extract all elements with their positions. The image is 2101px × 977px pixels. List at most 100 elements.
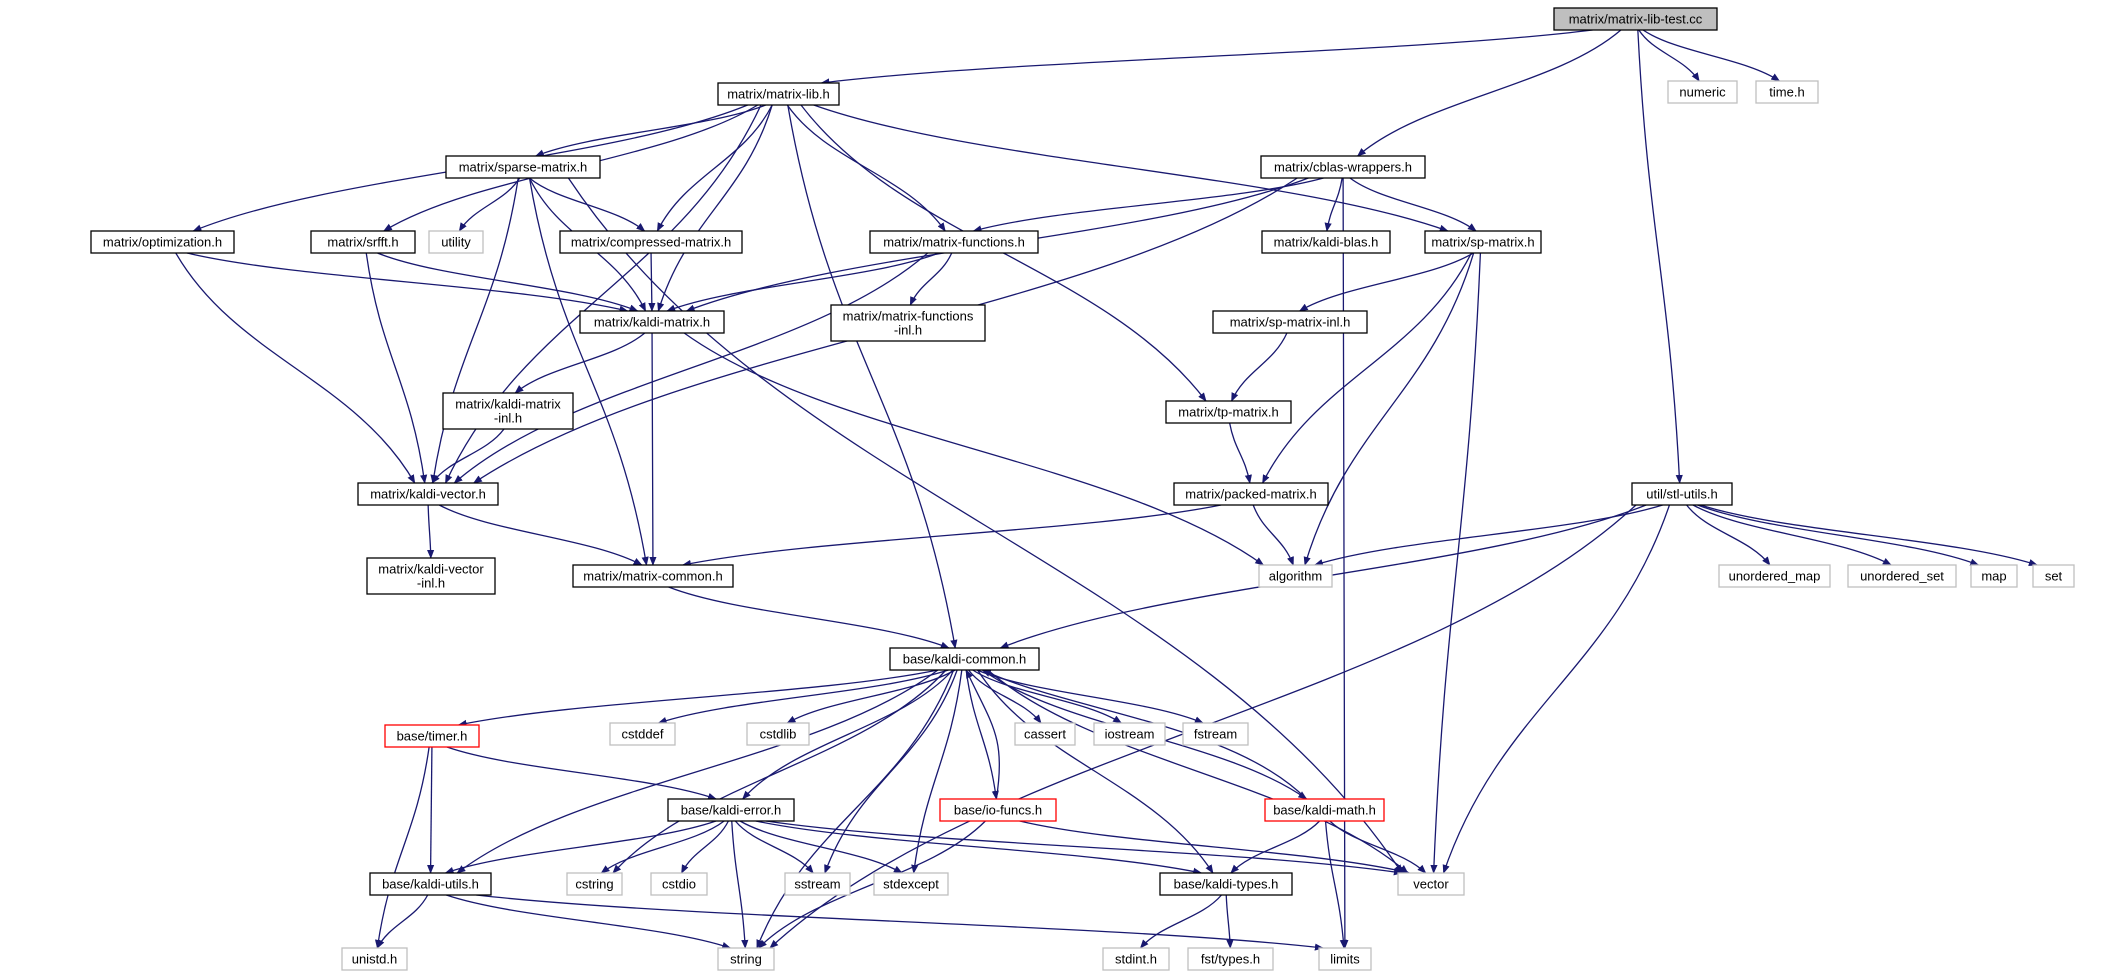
node-label: utility <box>441 235 471 250</box>
node-cblas[interactable]: matrix/cblas-wrappers.h <box>1260 155 1426 179</box>
edge-ktypes-to-stdint <box>1139 894 1222 949</box>
node-kutils[interactable]: base/kaldi-utils.h <box>369 872 492 896</box>
edge-kcommon-to-timer <box>457 669 939 727</box>
edge-kvector-to-mcommon <box>438 504 643 566</box>
node-box <box>357 482 499 506</box>
node-box <box>2032 564 2075 588</box>
node-box <box>1182 722 1249 746</box>
node-mcommon[interactable]: matrix/matrix-common.h <box>572 564 734 588</box>
node-srfft[interactable]: matrix/srfft.h <box>310 230 416 254</box>
node-label: vector <box>1413 877 1449 892</box>
node-iofuncs[interactable]: base/io-funcs.h <box>939 798 1057 822</box>
node-label: matrix/kaldi-matrix.h <box>594 315 710 330</box>
node-box <box>566 872 623 896</box>
node-label: iostream <box>1105 727 1155 742</box>
node-label: base/kaldi-utils.h <box>382 877 479 892</box>
node-label: unordered_set <box>1860 569 1944 584</box>
edge-kcommon-to-kutils <box>456 669 939 874</box>
edge-root-to-timeh <box>1642 29 1781 82</box>
edge-kutils-to-string <box>446 894 732 949</box>
node-label: fstream <box>1194 727 1237 742</box>
node-box <box>609 722 676 746</box>
node-label: cstdlib <box>760 727 797 742</box>
node-root[interactable]: matrix/matrix-lib-test.cc <box>1553 7 1718 31</box>
node-cassert: cassert <box>1014 722 1076 746</box>
edge-kcommon-to-cstddef <box>657 669 949 724</box>
node-kmath[interactable]: base/kaldi-math.h <box>1264 798 1385 822</box>
edge-kcommon-to-cstring <box>612 669 947 874</box>
edge-kcommon-to-iostream <box>972 669 1123 724</box>
node-box <box>341 947 408 971</box>
node-label: string <box>730 952 762 967</box>
node-kvinl[interactable]: matrix/kaldi-vector-inl.h <box>366 557 496 595</box>
node-kmatrix[interactable]: matrix/kaldi-matrix.h <box>579 310 725 334</box>
node-box <box>442 392 574 430</box>
node-optim[interactable]: matrix/optimization.h <box>90 230 235 254</box>
edge-iofuncs-to-kcommon <box>965 669 1001 800</box>
node-box <box>746 722 810 746</box>
node-spm[interactable]: matrix/sp-matrix.h <box>1424 230 1542 254</box>
node-label: numeric <box>1679 85 1726 100</box>
node-tpm[interactable]: matrix/tp-matrix.h <box>1165 400 1292 424</box>
node-label: map <box>1981 569 2006 584</box>
edge-matrixlib-to-compressed <box>656 104 773 232</box>
node-box <box>1187 947 1274 971</box>
node-box <box>1093 722 1166 746</box>
node-label: algorithm <box>1269 569 1322 584</box>
edge-timer-to-unistd <box>374 746 430 949</box>
node-label: cstdio <box>662 877 696 892</box>
node-kcommon[interactable]: base/kaldi-common.h <box>889 647 1040 671</box>
edge-mfunc-to-kvector <box>453 252 929 484</box>
node-compressed[interactable]: matrix/compressed-matrix.h <box>559 230 743 254</box>
node-label: base/kaldi-math.h <box>1273 803 1376 818</box>
node-box <box>445 155 601 179</box>
node-iostream: iostream <box>1093 722 1166 746</box>
node-box <box>1102 947 1170 971</box>
edge-mcommon-to-kcommon <box>668 586 950 649</box>
node-label: -inl.h <box>417 576 445 591</box>
node-mfuncinl[interactable]: matrix/matrix-functions-inl.h <box>830 304 986 342</box>
edge-kutils-to-limits <box>476 894 1324 951</box>
node-matrixlib[interactable]: matrix/matrix-lib.h <box>717 82 840 106</box>
node-label: cstddef <box>622 727 664 742</box>
edge-packed-to-algorithm <box>1252 504 1294 566</box>
node-label: matrix/matrix-lib-test.cc <box>1569 12 1703 27</box>
node-label: base/kaldi-types.h <box>1174 877 1279 892</box>
edge-kerror-to-cstring <box>600 820 725 874</box>
node-ktypes[interactable]: base/kaldi-types.h <box>1159 872 1293 896</box>
node-label: base/timer.h <box>397 729 468 744</box>
edge-kmath-to-vector <box>1329 820 1427 874</box>
edge-stlutils-to-map <box>1697 504 1980 566</box>
edge-ktypes-to-fsttypes <box>1225 894 1234 949</box>
node-label: matrix/sp-matrix.h <box>1431 235 1534 250</box>
edge-kmath-to-kcommon <box>981 669 1307 800</box>
node-kminl[interactable]: matrix/kaldi-matrix-inl.h <box>442 392 574 430</box>
node-box <box>384 724 480 748</box>
node-label: cassert <box>1024 727 1066 742</box>
node-mfunc[interactable]: matrix/matrix-functions.h <box>869 230 1039 254</box>
edge-kmath-to-ktypes <box>1230 820 1321 874</box>
node-packed[interactable]: matrix/packed-matrix.h <box>1173 482 1329 506</box>
node-blas[interactable]: matrix/kaldi-blas.h <box>1261 230 1391 254</box>
edge-kerror-to-kutils <box>444 820 717 874</box>
edge-stlutils-to-algorithm <box>1313 504 1663 567</box>
node-label: matrix/cblas-wrappers.h <box>1274 160 1412 175</box>
node-timer[interactable]: base/timer.h <box>384 724 480 748</box>
node-stlutils[interactable]: util/stl-utils.h <box>1631 482 1733 506</box>
node-box <box>366 557 496 595</box>
node-spinl[interactable]: matrix/sp-matrix-inl.h <box>1212 310 1368 334</box>
node-set: set <box>2032 564 2075 588</box>
node-sparse[interactable]: matrix/sparse-matrix.h <box>445 155 601 179</box>
edge-root-to-stlutils <box>1637 29 1683 484</box>
node-box <box>1014 722 1076 746</box>
node-kvector[interactable]: matrix/kaldi-vector.h <box>357 482 499 506</box>
edge-timer-to-kerror <box>446 746 717 800</box>
node-box <box>784 872 851 896</box>
node-timeh: time.h <box>1755 80 1819 104</box>
edge-spm-to-packed <box>1262 252 1472 484</box>
node-label: matrix/matrix-functions.h <box>883 235 1025 250</box>
edge-stlutils-to-umap <box>1686 504 1771 566</box>
node-label: matrix/kaldi-vector <box>378 562 484 577</box>
node-kerror[interactable]: base/kaldi-error.h <box>667 798 795 822</box>
node-label: base/kaldi-common.h <box>903 652 1027 667</box>
